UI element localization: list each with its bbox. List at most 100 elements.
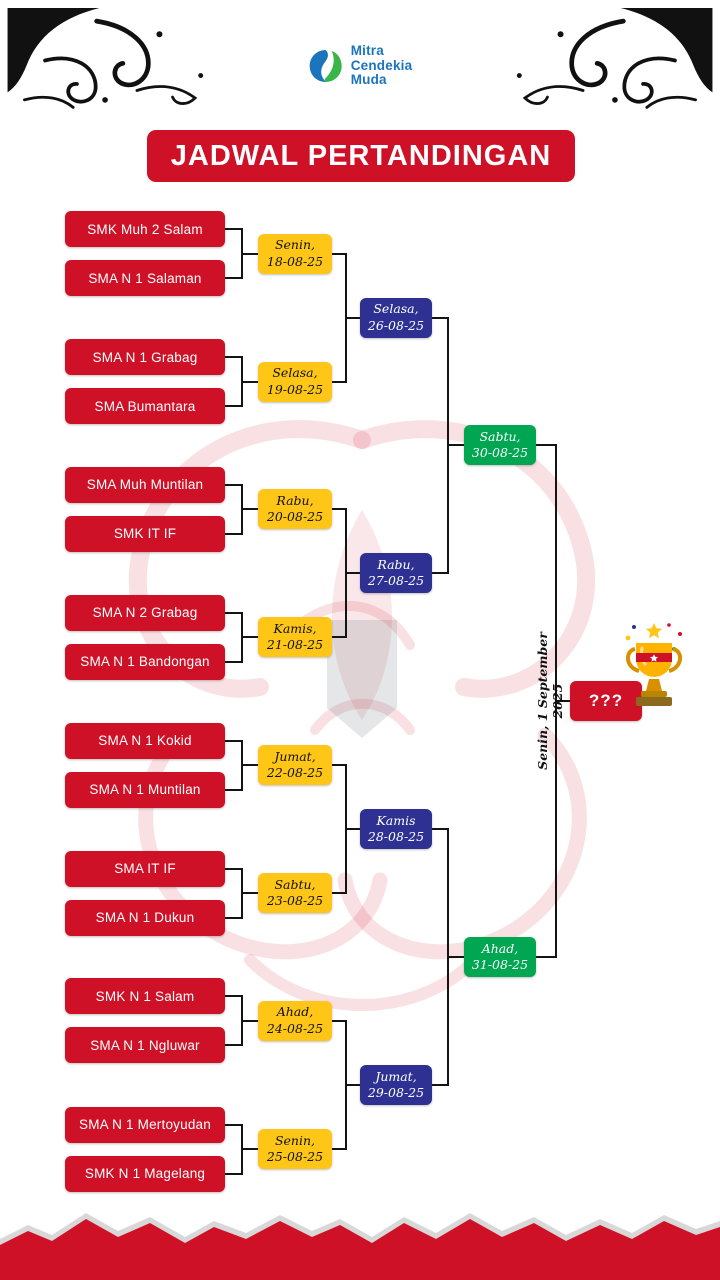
round1-date-box: Ahad,24-08-25 xyxy=(258,1000,332,1041)
team-name: SMK N 1 Salam xyxy=(95,988,195,1004)
bracket-line xyxy=(225,1172,242,1175)
match-date-label: 18-08-25 xyxy=(266,253,324,269)
flourish-right-icon xyxy=(516,8,713,109)
bracket-line xyxy=(536,444,556,447)
match-day-label: Rabu, xyxy=(377,556,415,572)
team-name: SMK Muh 2 Salam xyxy=(87,221,203,237)
bracket-line xyxy=(242,892,258,894)
logo-line: Mitra xyxy=(350,43,384,58)
team-box: SMA N 2 Grabag xyxy=(65,594,225,631)
bracket-line xyxy=(432,572,448,574)
match-date-label: 31-08-25 xyxy=(471,956,529,972)
final-winner-box: ??? xyxy=(570,681,642,721)
team-box: SMA N 1 Ngluwar xyxy=(65,1027,225,1063)
match-day-label: Jumat, xyxy=(274,748,316,764)
bracket-line xyxy=(242,1148,258,1150)
bracket-line xyxy=(332,636,346,638)
match-date-label: 19-08-25 xyxy=(266,381,324,397)
bracket-line xyxy=(242,508,258,510)
round1-date-box: Kamis,21-08-25 xyxy=(258,617,332,657)
round1-date-box: Jumat,22-08-25 xyxy=(258,745,332,785)
trophy-icon xyxy=(625,623,682,706)
team-box: SMA N 1 Dukun xyxy=(65,899,225,936)
match-date-label: 27-08-25 xyxy=(367,573,425,588)
round1-date-box: Senin,25-08-25 xyxy=(258,1129,332,1169)
match-date-label: 28-08-25 xyxy=(367,829,425,844)
bracket-line xyxy=(332,1019,346,1022)
team-name: SMA IT IF xyxy=(114,861,176,876)
team-box: SMA N 1 Bandongan xyxy=(65,643,225,680)
logo-text: Mitra Cendekia Muda xyxy=(350,43,413,88)
team-box: SMK N 1 Salam xyxy=(65,978,225,1014)
match-date-label: 20-08-25 xyxy=(266,509,324,524)
bracket-line xyxy=(225,995,242,997)
team-name: SMA Muh Muntilan xyxy=(86,477,204,492)
bracket-line xyxy=(332,1148,346,1150)
bracket-line xyxy=(536,955,556,958)
bracket-line xyxy=(242,380,258,383)
match-day-label: Rabu, xyxy=(276,492,314,508)
team-name: SMA N 1 Muntilan xyxy=(89,782,201,797)
bracket-line xyxy=(225,660,242,663)
match-date-label: 25-08-25 xyxy=(266,1149,324,1164)
team-box: SMK Muh 2 Salam xyxy=(65,211,225,247)
bracket-line xyxy=(332,892,346,894)
team-name: SMA N 1 Salaman xyxy=(88,270,202,286)
round2-date-box: Jumat,29-08-25 xyxy=(360,1064,432,1105)
team-name: SMK N 1 Magelang xyxy=(84,1166,206,1181)
team-name: SMA N 1 Dukun xyxy=(95,910,195,925)
bracket-line xyxy=(225,532,242,535)
bracket-line xyxy=(225,483,242,486)
match-date-label: 30-08-25 xyxy=(471,445,529,461)
match-day-label: Senin, xyxy=(274,1132,316,1148)
match-day-label: Selasa, xyxy=(373,301,419,317)
bracket-line xyxy=(225,867,242,870)
team-name: SMK IT IF xyxy=(113,526,177,541)
page-title: JADWAL PERTANDINGAN xyxy=(170,139,552,172)
round3-date-box: Sabtu,30-08-25 xyxy=(464,425,536,466)
match-date-label: 23-08-25 xyxy=(266,893,324,908)
bracket-line xyxy=(242,764,258,766)
bracket-line xyxy=(242,636,258,638)
bracket-line xyxy=(242,252,258,255)
team-name: SMA N 1 Grabag xyxy=(92,349,198,365)
team-name: SMA N 1 Kokid xyxy=(98,733,192,748)
team-box: SMA Muh Muntilan xyxy=(65,466,225,503)
round1-date-box: Rabu,20-08-25 xyxy=(258,489,332,529)
round3-date-box: Ahad,31-08-25 xyxy=(464,936,536,977)
bracket-line xyxy=(225,739,242,742)
bracket-line xyxy=(225,405,242,407)
team-box: SMA Bumantara xyxy=(65,388,225,424)
bracket-line xyxy=(448,444,464,447)
round1-date-box: Sabtu,23-08-25 xyxy=(258,873,332,913)
match-day-label: Sabtu, xyxy=(274,876,316,892)
bracket-line xyxy=(225,277,242,279)
team-box: SMA N 1 Mertoyudan xyxy=(65,1106,225,1143)
bracket-line xyxy=(332,508,346,510)
bracket-line xyxy=(225,788,242,791)
torn-edge xyxy=(0,1213,720,1280)
logo-line: Muda xyxy=(350,72,387,88)
team-box: SMA N 1 Salaman xyxy=(65,260,225,296)
match-date-label: 29-08-25 xyxy=(367,1084,425,1100)
bracket-line xyxy=(432,828,448,830)
bracket-line xyxy=(225,916,242,919)
match-date-label: 26-08-25 xyxy=(367,317,425,333)
match-day-label: Selasa, xyxy=(272,365,318,381)
bracket-line xyxy=(432,1083,448,1086)
bracket-line xyxy=(346,572,360,574)
round1-date-box: Selasa,19-08-25 xyxy=(258,361,332,402)
bracket-line xyxy=(556,700,570,703)
match-date-label: 24-08-25 xyxy=(266,1020,324,1036)
team-name: SMA N 1 Mertoyudan xyxy=(79,1117,211,1132)
title-banner: JADWAL PERTANDINGAN xyxy=(147,130,575,182)
team-name: SMA N 1 Bandongan xyxy=(80,654,210,669)
final-schedule-label: Senin, 1 September 2025 xyxy=(535,632,565,770)
match-day-label: Ahad, xyxy=(481,940,519,956)
match-day-label: Kamis xyxy=(376,812,416,828)
round2-date-box: Selasa,26-08-25 xyxy=(360,297,432,338)
bracket-line xyxy=(346,316,360,319)
match-day-label: Sabtu, xyxy=(479,429,521,444)
